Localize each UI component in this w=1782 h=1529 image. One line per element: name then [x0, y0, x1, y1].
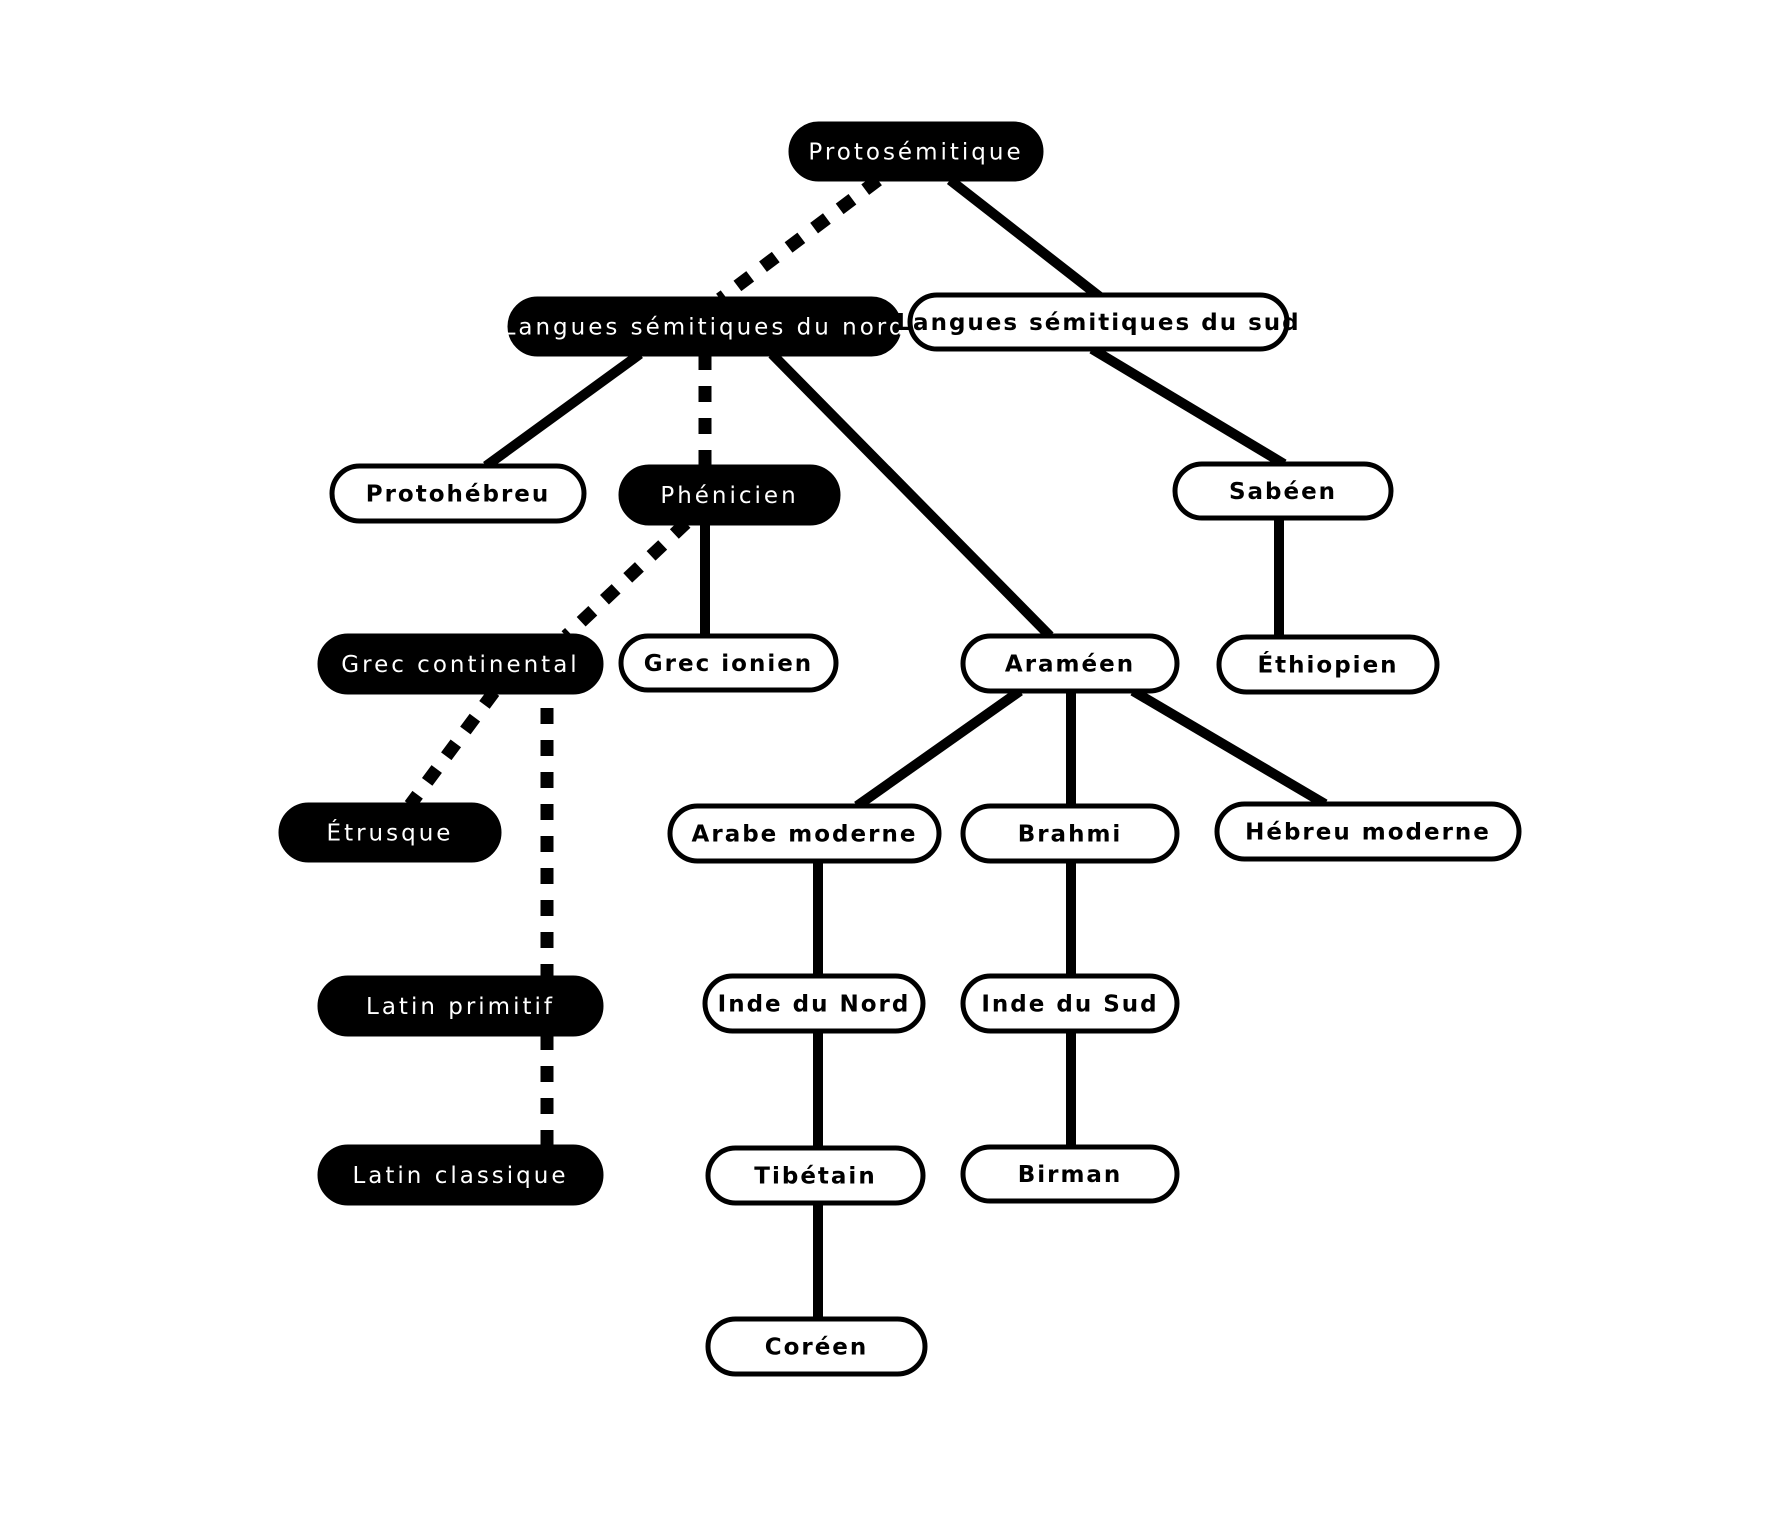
node-protohebreu: Protohébreu: [329, 463, 587, 524]
node-ethiopien: Éthiopien: [1216, 634, 1440, 695]
node-label: Langues sémitiques du nord: [503, 315, 907, 341]
node-label: Étrusque: [327, 819, 454, 847]
node-label: Protosémitique: [808, 140, 1023, 166]
node-label: Hébreu moderne: [1245, 820, 1491, 846]
edge-nord-to-arameen: [768, 350, 1054, 640]
node-label: Inde du Sud: [981, 992, 1158, 1018]
node-inde-du-sud: Inde du Sud: [960, 973, 1180, 1034]
node-pill: [705, 1145, 926, 1206]
node-label: Araméen: [1005, 652, 1135, 678]
node-pill: [618, 633, 839, 693]
edge-phenicien-to-grec-continental: [561, 518, 691, 641]
edges: [404, 174, 1328, 1319]
node-label: Protohébreu: [366, 482, 551, 508]
node-pill: [667, 803, 942, 864]
node-label: Arabe moderne: [692, 822, 918, 848]
node-inde-du-nord: Inde du Nord: [702, 973, 926, 1034]
node-latin-primitif: Latin primitif: [317, 975, 604, 1037]
node-grec-ionien: Grec ionien: [618, 633, 839, 693]
node-sabeen: Sabéen: [1172, 461, 1394, 521]
node-pill: [317, 633, 604, 695]
node-arameen: Araméen: [960, 633, 1180, 694]
node-pill: [960, 633, 1180, 694]
node-pill: [705, 1316, 928, 1377]
node-birman: Birman: [960, 1144, 1180, 1204]
node-pill: [278, 802, 502, 863]
node-pill: [317, 975, 604, 1037]
node-sud: Langues sémitiques du sud: [896, 292, 1300, 352]
edge-protosemitique-to-nord: [716, 174, 882, 305]
node-pill: [907, 292, 1290, 352]
node-latin-classique: Latin classique: [317, 1144, 604, 1206]
node-pill: [960, 973, 1180, 1034]
node-label: Brahmi: [1018, 822, 1123, 848]
node-protosemitique: Protosémitique: [788, 121, 1044, 182]
node-pill: [1172, 461, 1394, 521]
edge-nord-to-protohebreu: [483, 349, 643, 471]
node-label: Langues sémitiques du sud: [896, 310, 1300, 336]
node-label: Phénicien: [660, 483, 798, 509]
node-label: Grec continental: [341, 652, 579, 678]
node-label: Éthiopien: [1257, 651, 1398, 679]
node-pill: [618, 464, 841, 526]
node-label: Birman: [1018, 1162, 1123, 1188]
node-pill: [1214, 801, 1522, 862]
node-pill: [702, 973, 926, 1034]
node-label: Coréen: [765, 1335, 869, 1361]
node-pill: [329, 463, 587, 524]
node-label: Latin primitif: [366, 994, 555, 1020]
edge-grec-continental-to-etrusque: [404, 688, 500, 809]
edge-arameen-to-arabe-moderne: [854, 686, 1023, 811]
node-brahmi: Brahmi: [960, 803, 1180, 864]
node-pill: [960, 1144, 1180, 1204]
node-label: Grec ionien: [644, 651, 813, 677]
node-nord: Langues sémitiques du nord: [503, 296, 907, 357]
node-pill: [507, 296, 902, 357]
node-pill: [317, 1144, 604, 1206]
node-pill: [788, 121, 1044, 182]
node-tibetain: Tibétain: [705, 1145, 926, 1206]
node-label: Inde du Nord: [718, 992, 911, 1018]
node-pill: [1216, 634, 1440, 695]
node-hebreu-moderne: Hébreu moderne: [1214, 801, 1522, 862]
node-arabe-moderne: Arabe moderne: [667, 803, 942, 864]
node-label: Sabéen: [1229, 479, 1337, 505]
edge-sud-to-sabeen: [1089, 344, 1287, 469]
node-etrusque: Étrusque: [278, 802, 502, 863]
node-label: Latin classique: [352, 1163, 568, 1189]
edge-protosemitique-to-sud: [946, 176, 1104, 301]
node-pill: [960, 803, 1180, 864]
node-phenicien: Phénicien: [618, 464, 841, 526]
node-coreen: Coréen: [705, 1316, 928, 1377]
edge-arameen-to-hebreu-moderne: [1130, 686, 1328, 809]
node-grec-continental: Grec continental: [317, 633, 604, 695]
node-label: Tibétain: [754, 1164, 876, 1190]
